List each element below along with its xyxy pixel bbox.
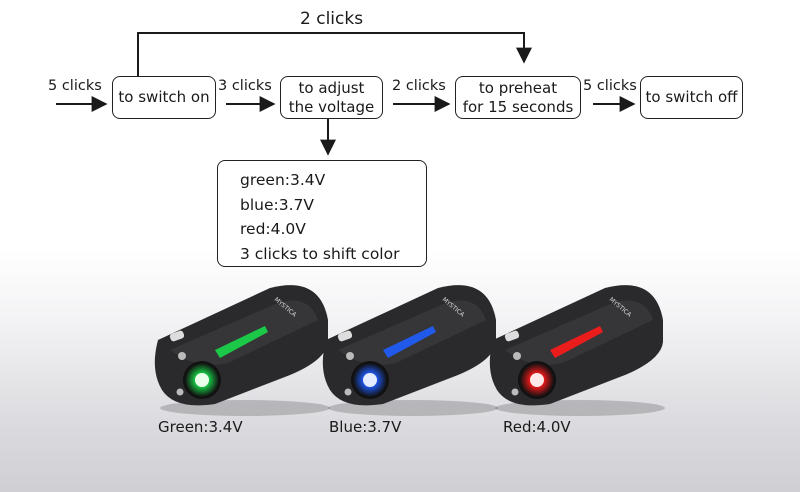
caption-green: Green:3.4V bbox=[158, 418, 243, 436]
flow-connectors bbox=[56, 32, 636, 156]
info-line-green: green:3.4V bbox=[240, 171, 326, 189]
side-led-window bbox=[215, 326, 268, 358]
step-line: for 15 seconds bbox=[462, 97, 574, 116]
device-blue: MYSTICA bbox=[322, 285, 498, 416]
step-line: to switch on bbox=[118, 88, 210, 106]
edge-label-on-to-adjust: 3 clicks bbox=[218, 78, 272, 94]
device-green: MYSTICA bbox=[154, 285, 330, 416]
step-line: to adjust bbox=[298, 78, 365, 97]
arrow-loop bbox=[137, 32, 532, 76]
step-line: the voltage bbox=[288, 97, 375, 116]
step-preheat: to preheat for 15 seconds bbox=[455, 76, 581, 119]
step-adjust-voltage: to adjust the voltage bbox=[280, 76, 383, 119]
step-switch-off: to switch off bbox=[640, 76, 743, 119]
edge-label-adjust-to-preheat: 2 clicks bbox=[392, 78, 446, 94]
caption-blue: Blue:3.7V bbox=[329, 418, 402, 436]
info-line-red: red:4.0V bbox=[240, 220, 306, 238]
edge-label-preheat-to-off: 5 clicks bbox=[583, 78, 637, 94]
caption-red: Red:4.0V bbox=[503, 418, 571, 436]
edge-label-in: 5 clicks bbox=[48, 78, 102, 94]
side-led-window bbox=[383, 326, 436, 358]
step-switch-on: to switch on bbox=[112, 76, 216, 119]
side-led-window bbox=[550, 326, 603, 358]
step-line: to preheat bbox=[478, 78, 558, 97]
voltage-info-box: green:3.4V blue:3.7V red:4.0V 3 clicks t… bbox=[217, 160, 427, 267]
info-line-shift: 3 clicks to shift color bbox=[240, 244, 400, 263]
edge-label-loop: 2 clicks bbox=[300, 9, 364, 29]
info-line-blue: blue:3.7V bbox=[240, 195, 314, 214]
step-line: to switch off bbox=[645, 88, 738, 106]
device-red: MYSTICA bbox=[489, 285, 665, 416]
